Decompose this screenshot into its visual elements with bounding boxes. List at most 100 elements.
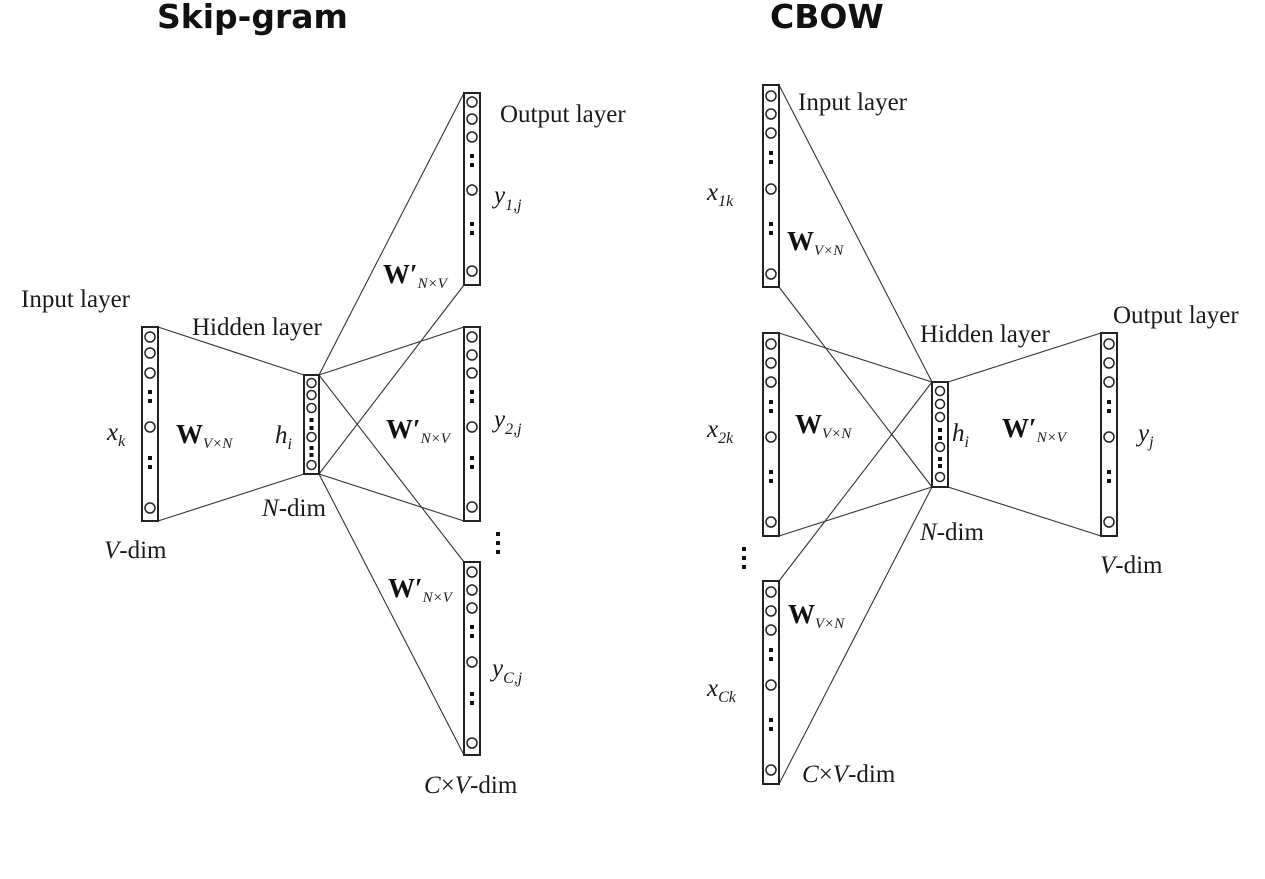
skipgram-ellipsis-text: ⋮ — [0, 0, 1, 1]
ellipsis-dot — [742, 565, 746, 569]
skipgram-w-in-label: WV×N — [176, 419, 233, 452]
ellipsis-dot — [769, 479, 773, 483]
ellipsis-dot — [496, 532, 500, 536]
neuron-node — [466, 737, 478, 749]
neuron-node — [1103, 431, 1115, 443]
ellipsis-dot — [742, 556, 746, 560]
skipgram-input-layer — [141, 326, 159, 522]
ellipsis-dot — [1107, 479, 1111, 483]
cbow-w-in-label-1: WV×N — [787, 226, 844, 259]
connection-line — [318, 374, 465, 563]
cbow-input-var-2: x2k — [706, 416, 734, 447]
ellipsis-dot — [309, 446, 314, 450]
cbow-n-dim-label: N-dim — [919, 519, 984, 546]
skipgram-cv-dim-label: C×V-dim — [424, 772, 518, 799]
neuron-node — [466, 602, 478, 614]
neuron-node — [306, 459, 317, 471]
connection-line — [947, 332, 1102, 383]
neuron-node — [934, 385, 946, 397]
cbow-ellipsis-text: ⋮ — [0, 0, 1, 1]
skipgram-hidden-layer — [303, 374, 320, 475]
neuron-node — [306, 402, 317, 414]
layer-box — [931, 381, 949, 488]
neuron-node — [765, 624, 777, 636]
neuron-node — [934, 471, 946, 483]
neuron-node — [466, 265, 478, 277]
skipgram-connections — [157, 92, 465, 756]
cbow-w-out-label: W′N×V — [1002, 413, 1068, 446]
ellipsis-dot — [938, 436, 942, 440]
neuron-node — [466, 349, 478, 361]
cbow-hidden-layer — [931, 381, 949, 488]
skipgram-output-var-2: y2,j — [491, 406, 522, 438]
ellipsis-dot — [742, 547, 746, 551]
neuron-node — [466, 566, 478, 578]
cbow-hidden-layer-label: Hidden layer — [920, 321, 1050, 348]
cbow-w-in-label-2: WV×N — [795, 409, 852, 442]
ellipsis-dot — [938, 457, 942, 461]
ellipsis-dot — [496, 550, 500, 554]
neuron-node — [765, 357, 777, 369]
neuron-node — [765, 338, 777, 350]
ellipsis-dot — [470, 163, 474, 167]
ellipsis-dot — [769, 727, 773, 731]
cbow-layer-ellipsis — [742, 547, 746, 569]
neuron-node — [144, 367, 156, 379]
neuron-node — [765, 431, 777, 443]
cbow-w-in-label-3: WV×N — [788, 599, 845, 632]
neuron-node — [765, 764, 777, 776]
neuron-node — [466, 501, 478, 513]
neuron-node — [934, 411, 946, 423]
skipgram-input-var: xk — [106, 419, 126, 450]
cbow-connections — [778, 84, 1102, 785]
connection-line — [947, 486, 1102, 537]
neuron-node — [306, 431, 317, 443]
connection-line — [157, 473, 305, 522]
skipgram-hidden-var: hi — [275, 422, 292, 453]
ellipsis-dot — [1107, 400, 1111, 404]
ellipsis-dot — [470, 222, 474, 226]
connection-line — [318, 326, 465, 376]
ellipsis-dot — [1107, 409, 1111, 413]
ellipsis-dot — [470, 465, 474, 469]
skipgram-n-dim-label: N-dim — [261, 495, 326, 522]
ellipsis-dot — [470, 634, 474, 638]
neuron-node — [466, 184, 478, 196]
cbow-hidden-var: hi — [952, 420, 969, 451]
ellipsis-dot — [148, 465, 152, 469]
ellipsis-dot — [938, 464, 942, 468]
neuron-node — [1103, 338, 1115, 350]
ellipsis-dot — [470, 456, 474, 460]
neuron-node — [466, 96, 478, 108]
cbow-output-layer-label: Output layer — [1113, 302, 1239, 329]
ellipsis-dot — [769, 718, 773, 722]
neuron-node — [306, 377, 317, 389]
skipgram-w-out-label-2: W′N×V — [386, 414, 452, 447]
cbow-v-dim-label: V-dim — [1100, 552, 1163, 579]
neuron-node — [144, 347, 156, 359]
neuron-node — [466, 584, 478, 596]
cbow-input-var-1: x1k — [706, 179, 734, 210]
ellipsis-dot — [769, 648, 773, 652]
skipgram-panel: Skip-gram — [21, 0, 626, 799]
ellipsis-dot — [148, 390, 152, 394]
cbow-input-layer-c — [762, 580, 780, 785]
skipgram-title: Skip-gram — [157, 0, 348, 36]
skipgram-output-var-c: yC,j — [489, 655, 523, 687]
ellipsis-dot — [470, 154, 474, 158]
cbow-input-layer-1 — [762, 84, 780, 288]
skipgram-w-out-label-3: W′N×V — [388, 573, 454, 606]
ellipsis-dot — [938, 428, 942, 432]
ellipsis-dot — [148, 456, 152, 460]
neuron-node — [466, 113, 478, 125]
neuron-node — [765, 90, 777, 102]
skipgram-output-layer-c — [463, 561, 481, 756]
neuron-node — [765, 127, 777, 139]
ellipsis-dot — [148, 399, 152, 403]
neuron-node — [144, 421, 156, 433]
skipgram-hidden-layer-label: Hidden layer — [192, 314, 322, 341]
neuron-node — [934, 398, 946, 410]
neuron-node — [466, 131, 478, 143]
neuron-node — [765, 108, 777, 120]
neuron-node — [1103, 376, 1115, 388]
